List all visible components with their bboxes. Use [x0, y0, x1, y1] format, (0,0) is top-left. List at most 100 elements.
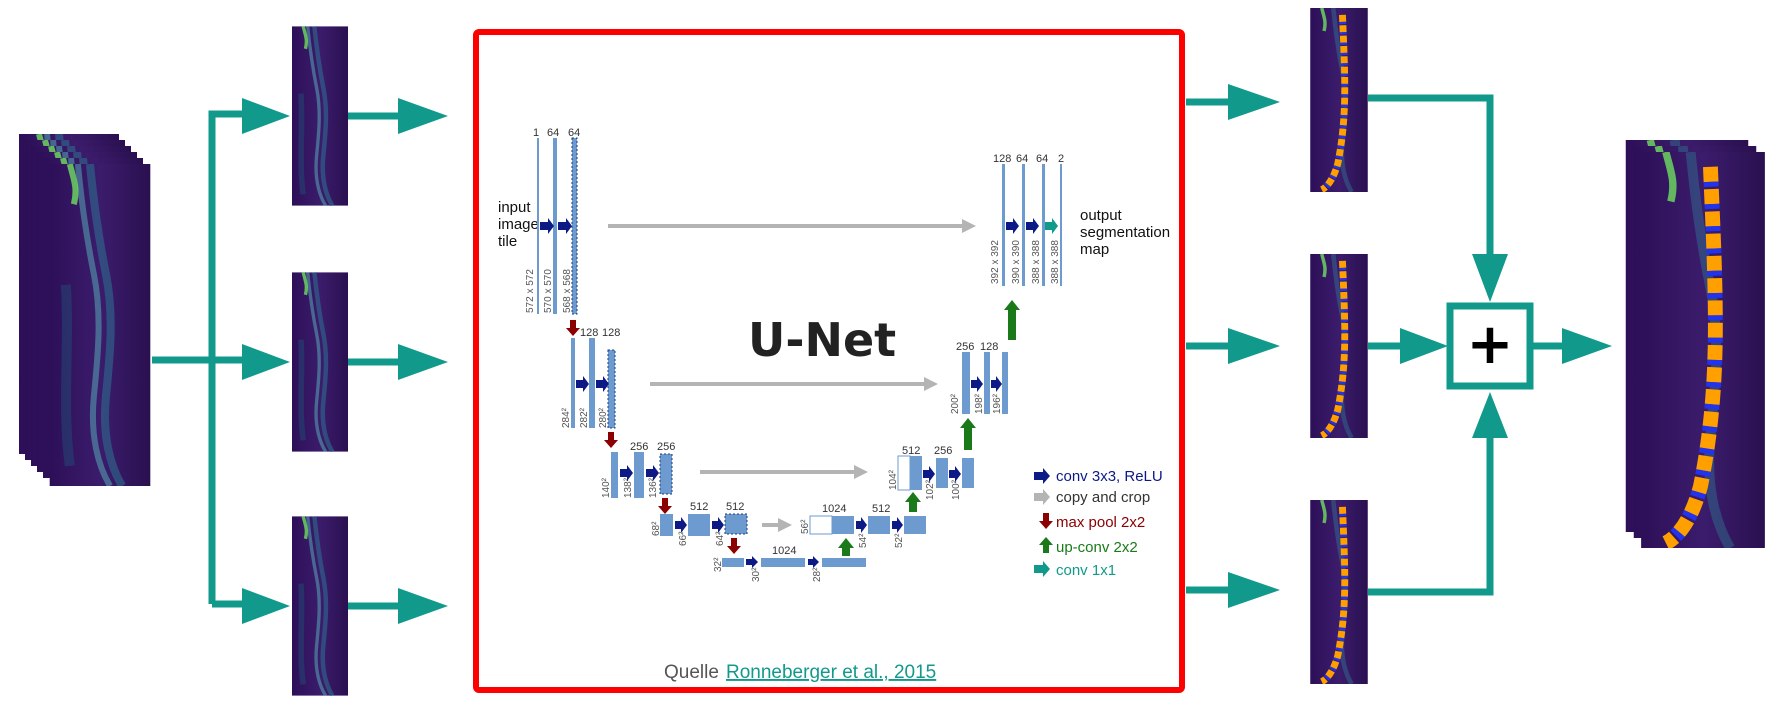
feature-map	[607, 349, 616, 429]
feature-map	[822, 558, 866, 567]
size-label: 30²	[751, 567, 762, 582]
channel-count: 1	[533, 127, 539, 139]
feature-map	[761, 558, 805, 567]
conv-arrow-icon	[675, 517, 687, 533]
conv-arrow-icon	[991, 376, 1002, 392]
max-pool-arrow-icon	[566, 320, 580, 336]
size-label: 104²	[888, 469, 899, 490]
conv-1x1-arrow-icon	[1034, 561, 1050, 577]
size-label: 54²	[858, 533, 869, 548]
size-label: 32²	[713, 557, 724, 572]
channel-count: 128	[980, 341, 998, 353]
output-label-line1: output	[1080, 207, 1123, 224]
copy-crop-arrow-icon	[778, 518, 792, 532]
size-label: 570 x 570	[543, 269, 554, 313]
channel-count: 256	[630, 441, 648, 453]
level5-bottleneck: 1024 32² 30² 28²	[713, 545, 866, 582]
size-label: 66²	[678, 531, 689, 546]
feature-map	[1002, 352, 1008, 414]
input-label: input image tile	[498, 199, 539, 250]
up-conv-arrow-icon	[905, 492, 921, 512]
channel-count: 2	[1058, 153, 1064, 165]
feature-map	[724, 513, 748, 535]
feature-map	[537, 138, 539, 314]
feature-map	[659, 453, 673, 495]
merge-connectors	[1368, 94, 1494, 596]
input-slice-3	[292, 516, 348, 695]
output-label-line3: map	[1080, 241, 1109, 258]
size-label: 102²	[925, 479, 936, 500]
legend: conv 3x3, ReLU copy and crop max pool 2x…	[1034, 468, 1163, 579]
feature-map	[660, 514, 673, 536]
size-label: 280²	[598, 407, 609, 428]
conv-arrow-icon	[746, 556, 758, 568]
input-label-line1: input	[498, 199, 531, 216]
conv-arrow-icon	[558, 218, 572, 234]
unet-frame	[473, 29, 1185, 693]
conv-arrow-icon	[949, 466, 961, 482]
feature-map	[809, 515, 833, 535]
from-unet-arrows	[1186, 84, 1280, 608]
size-label: 390 x 390	[1011, 240, 1022, 284]
legend-label-conv: conv 3x3, ReLU	[1056, 468, 1163, 485]
copy-crop-arrow-icon	[924, 377, 938, 391]
size-label: 388 x 388	[1031, 240, 1042, 284]
feature-map	[904, 516, 926, 534]
feature-map	[868, 516, 890, 534]
size-label: 198²	[974, 393, 985, 414]
level2-encoder: 128 128 284² 282² 280²	[561, 327, 620, 429]
segmentation-slice-3	[1310, 500, 1368, 684]
copy-crop-arrow-icon	[1034, 489, 1050, 505]
channel-count: 512	[726, 501, 744, 513]
source-link[interactable]: Ronneberger et al., 2015	[726, 662, 936, 683]
max-pool-arrow-icon	[1039, 513, 1053, 529]
conv-arrow-icon	[1006, 218, 1019, 234]
max-pool-arrow-icon	[727, 538, 741, 554]
size-label: 572 x 572	[525, 269, 536, 313]
size-label: 392 x 392	[990, 240, 1001, 284]
conv-arrow-icon	[856, 517, 867, 533]
size-label: 56²	[800, 519, 811, 534]
channel-count: 128	[602, 327, 620, 339]
conv-arrow-icon	[808, 556, 819, 568]
level4-decoder: 1024 512 56² 54² 52²	[800, 503, 926, 548]
max-pool-arrow-icon	[658, 498, 672, 514]
legend-label-upconv: up-conv 2x2	[1056, 539, 1138, 556]
input-mri-stack	[19, 134, 150, 486]
input-label-line3: tile	[498, 233, 517, 250]
feature-map	[589, 338, 595, 428]
feature-map	[962, 458, 974, 488]
feature-map	[688, 514, 710, 536]
legend-label-pool: max pool 2x2	[1056, 514, 1145, 531]
level2-decoder: 256 128 200² 198² 196²	[950, 341, 1008, 414]
feature-map	[611, 452, 618, 498]
feature-map	[722, 558, 744, 567]
feature-map	[910, 456, 922, 490]
size-label: 64²	[715, 531, 726, 546]
channel-count: 512	[902, 445, 920, 457]
size-label: 138²	[623, 477, 634, 498]
channel-count: 128	[993, 153, 1011, 165]
copy-crop-arrow-icon	[962, 219, 976, 233]
channel-count: 1024	[822, 503, 846, 515]
conv-1x1-arrow-icon	[1045, 218, 1058, 234]
size-label: 100²	[951, 479, 962, 500]
size-label: 52²	[894, 533, 905, 548]
plus-icon: +	[1467, 312, 1514, 377]
input-slice-2	[292, 272, 348, 451]
channel-count: 64	[568, 127, 580, 139]
size-label: 68²	[651, 521, 662, 536]
feature-map	[1060, 164, 1062, 286]
channel-count: 64	[1036, 153, 1048, 165]
copy-crop-arrow-icon	[854, 465, 868, 479]
feature-map	[897, 455, 911, 491]
combine-box: +	[1446, 302, 1534, 390]
conv-arrow-icon	[646, 465, 659, 481]
split-connector	[152, 110, 250, 608]
channel-count: 64	[1016, 153, 1028, 165]
conv-arrow-icon	[540, 218, 554, 234]
conv-arrow-icon	[596, 376, 609, 392]
output-label-line2: segmentation	[1080, 224, 1170, 241]
size-label: 140²	[601, 477, 612, 498]
